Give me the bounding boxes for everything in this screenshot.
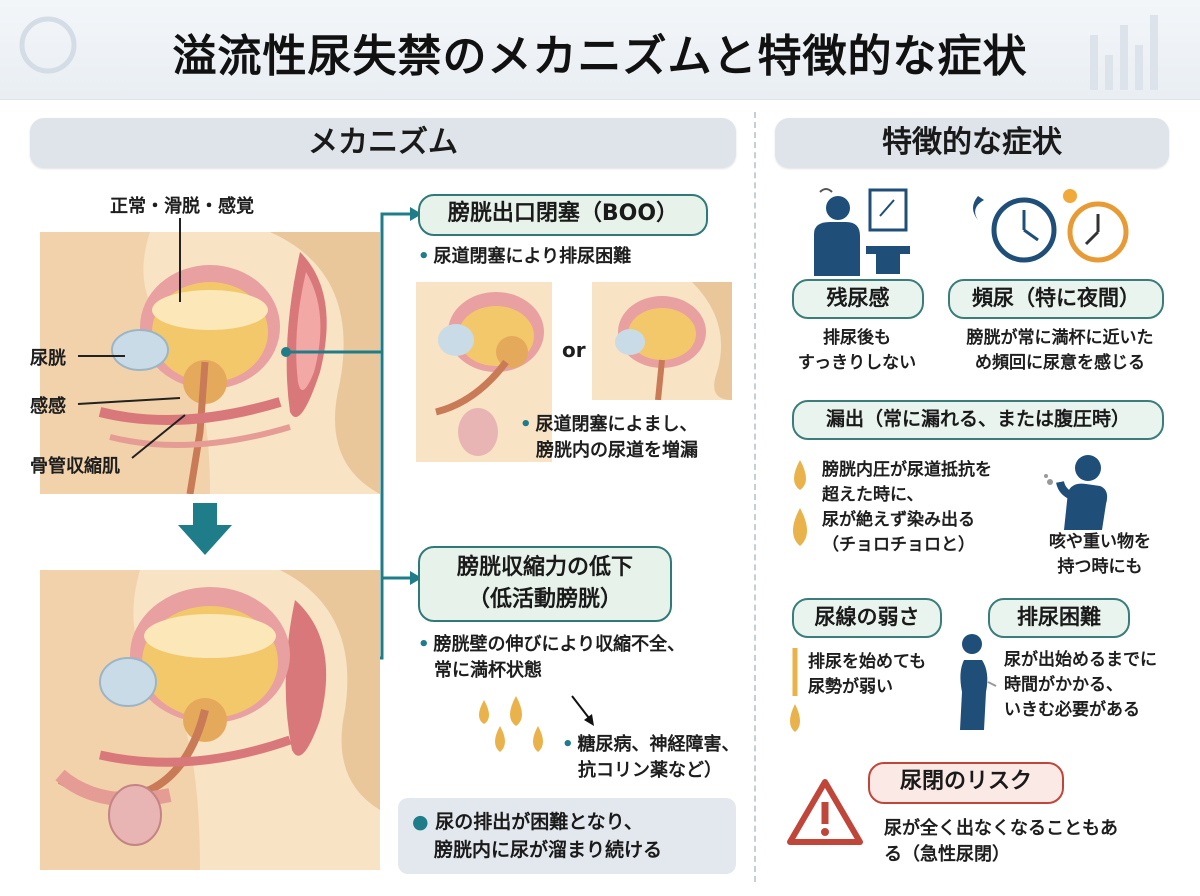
difficulty-line3: いきむ必要がある [1004, 700, 1140, 720]
anatomy-label-bladder: 尿胱 [30, 348, 66, 369]
leak-text: 膀胱内圧が尿道抵抗を 超えた時に、 尿が絶えず染み出る （チョロチョロと） [822, 458, 992, 558]
boo-illustration-1 [416, 282, 552, 462]
column-divider [754, 112, 756, 882]
hypo-bullet-1-line2: 常に満杯状態 [434, 660, 542, 681]
frequency-line2: め頻回に尿意を感じる [975, 353, 1145, 373]
leak-drops-icon [793, 460, 807, 546]
boo-bullet-2-line2: 膀胱内の尿道を増漏 [536, 440, 698, 461]
hypo-bullet-2-line1: 糖尿病、神経障害、 [577, 734, 740, 755]
urine-drops-icon [479, 696, 543, 752]
warning-icon [787, 779, 863, 845]
risk-text: 尿が全く出なくなることもあ る（急性尿閉） [884, 816, 1118, 868]
title-background-decoration [19, 15, 1158, 90]
residual-line1: 排尿後も [823, 328, 891, 348]
boo-bullet-2: •尿道閉塞によまし、 膀胱内の尿道を増漏 [520, 412, 698, 464]
anatomy-label-sense: 感感 [30, 396, 66, 417]
difficulty-line1: 尿が出始めるまでに [1004, 650, 1157, 670]
page-title: 溢流性尿失禁のメカニズムと特徴的な症状 [172, 31, 1028, 82]
weak-stream-line1: 排尿を始めても [808, 652, 927, 672]
leak-line1: 膀胱内圧が尿道抵抗を [822, 460, 992, 480]
risk-title: 尿閉のリスク [868, 762, 1064, 804]
weak-stream-icon [790, 648, 800, 732]
summary-line1: 尿の排出が困難となり、 [435, 811, 643, 833]
clock-icons [973, 189, 1129, 263]
weak-stream-line2: 尿勢が弱い [808, 677, 893, 697]
boo-bullet-2-line1: 尿道閉塞によまし、 [535, 414, 698, 435]
hypo-bullet-1: •膀胱壁の伸びにより収縮不全、 常に満杯状態 [418, 632, 685, 684]
hypo-bullet-2: •糖尿病、神経障害、 抗コリン薬など） [562, 732, 740, 784]
summary-box: ● 尿の排出が困難となり、 膀胱内に尿が溜まり続ける [398, 798, 736, 874]
leak-line2: 超えた時に、 [822, 485, 924, 505]
risk-line1: 尿が全く出なくなることもあ [884, 818, 1118, 839]
boo-illustration-2 [592, 282, 732, 400]
bullet-dot-icon: • [562, 734, 574, 755]
weak-stream-title: 尿線の弱さ [792, 598, 942, 638]
difficulty-line2: 時間がかかる、 [1004, 675, 1123, 695]
bullet-dot-icon: • [418, 246, 430, 267]
hypo-title-line1: 膀胱収縮力の低下 [456, 555, 633, 580]
weak-stream-text: 排尿を始めても 尿勢が弱い [808, 650, 926, 700]
mechanism-header: メカニズム [30, 118, 736, 168]
leak-side-line1: 咳や重い物を [1049, 532, 1151, 552]
hypo-bullet-2-line2: 抗コリン薬など） [578, 760, 722, 781]
bullet-dot-icon: • [520, 414, 532, 435]
residual-person-icon [814, 188, 910, 276]
frequency-title: 頻尿（特に夜間） [948, 279, 1164, 319]
hypo-title-pill: 膀胱収縮力の低下 （低活動膀胱） [418, 546, 672, 622]
title-bar: 溢流性尿失禁のメカニズムと特徴的な症状 [0, 0, 1200, 100]
boo-or-label: or [562, 338, 586, 362]
leak-title: 漏出（常に漏れる、または腹圧時） [792, 400, 1164, 440]
leak-side-text: 咳や重い物を 持つ時にも [1030, 530, 1170, 580]
bullet-dot-icon: • [418, 634, 430, 655]
hypo-bullet-1-line1: 膀胱壁の伸びにより収縮不全、 [433, 634, 686, 655]
residual-title: 残尿感 [792, 279, 924, 319]
hypo-title-line2: （低活動膀胱） [467, 587, 622, 612]
difficulty-text: 尿が出始めるまでに 時間がかかる、 いきむ必要がある [1004, 648, 1157, 723]
anatomy-label-muscle: 骨管収縮肌 [30, 456, 120, 477]
symptoms-header: 特徴的な症状 [775, 118, 1169, 168]
boo-title-pill: 膀胱出口閉塞（BOO） [418, 194, 708, 236]
frequency-line1: 膀胱が常に満杯に近いた [966, 328, 1154, 348]
boo-bullet-1: •尿道閉塞により排尿困難 [418, 244, 631, 270]
boo-bullet-1-text: 尿道閉塞により排尿困難 [433, 246, 632, 267]
frequency-text: 膀胱が常に満杯に近いた め頻回に尿意を感じる [950, 326, 1170, 376]
anatomy-normal-illustration [40, 232, 380, 494]
bullet-dot-icon: ● [412, 811, 429, 833]
anatomy-label-top: 正常・滑脱・感覚 [110, 196, 254, 217]
residual-text: 排尿後も すっきりしない [782, 326, 932, 376]
difficulty-title: 排尿困難 [988, 598, 1130, 638]
anatomy-full-illustration [40, 570, 380, 870]
straining-person-icon [960, 634, 997, 730]
coughing-person-icon [1044, 455, 1108, 530]
leak-line3: 尿が絶えず染み出る [822, 510, 975, 530]
leak-line4: （チョロチョロと） [822, 535, 975, 555]
risk-line2: る（急性尿閉） [884, 844, 1010, 865]
summary-line2: 膀胱内に尿が溜まり続ける [434, 839, 663, 861]
leak-side-line2: 持つ時にも [1057, 557, 1143, 577]
residual-line2: すっきりしない [797, 353, 917, 373]
